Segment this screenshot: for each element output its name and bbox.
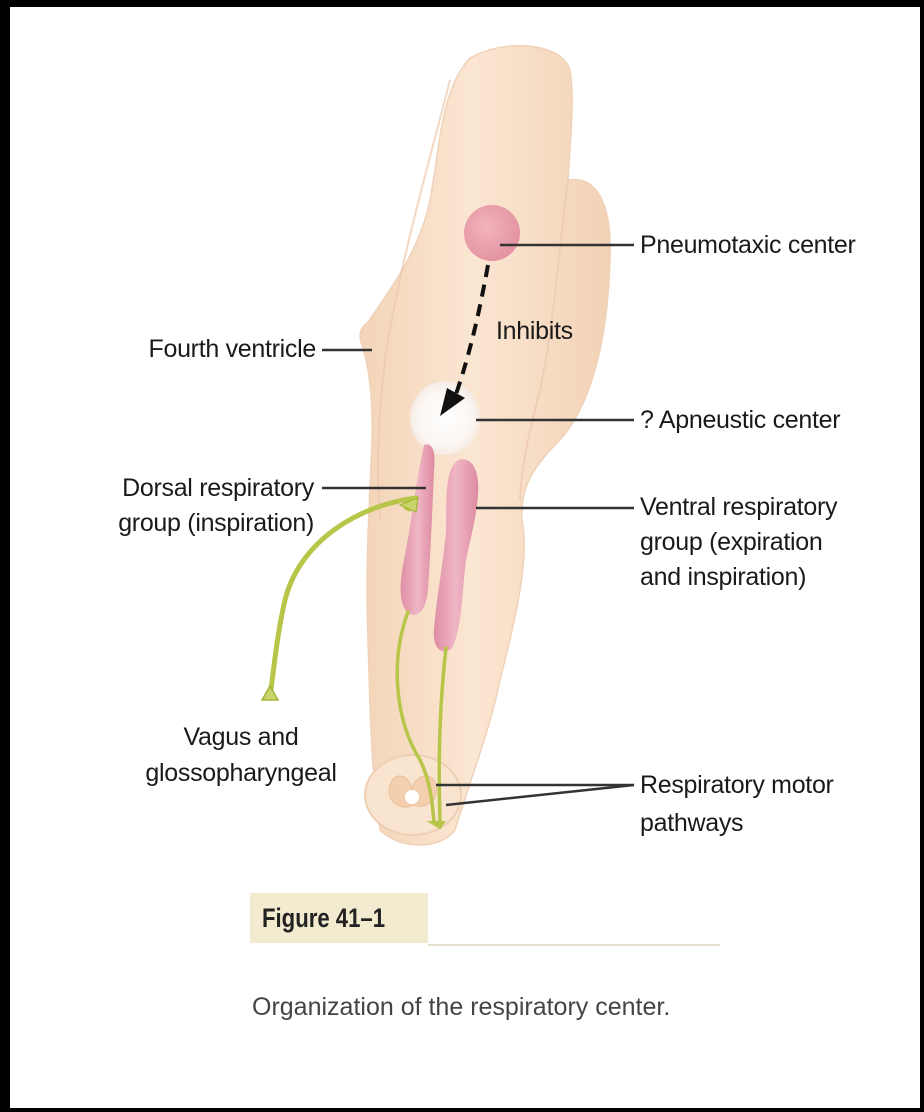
motor-label-line-2: pathways <box>640 806 743 840</box>
inhibits-label: Inhibits <box>496 314 573 348</box>
pneumotaxic-center-label: Pneumotaxic center <box>640 228 856 262</box>
motor-label-line-1: Respiratory motor <box>640 768 834 802</box>
figure-divider <box>428 944 720 946</box>
brainstem <box>360 46 610 845</box>
figure-caption: Organization of the respiratory center. <box>252 990 670 1024</box>
figure-number: Figure 41–1 <box>262 900 385 936</box>
vagus-label-line-2: glossopharyngeal <box>128 756 354 790</box>
pneumotaxic-center <box>464 205 520 261</box>
ventral-label-line-2: group (expiration <box>640 525 823 559</box>
ventral-label-line-3: and inspiration) <box>640 560 806 594</box>
fourth-ventricle-label: Fourth ventricle <box>130 332 316 366</box>
dorsal-label-line-1: Dorsal respiratory <box>86 471 314 505</box>
dorsal-label-line-2: group (inspiration) <box>86 506 314 540</box>
apneustic-center-label: ? Apneustic center <box>640 403 840 437</box>
apneustic-center <box>410 381 480 455</box>
vagus-label-line-1: Vagus and <box>128 720 354 754</box>
ventral-label-line-1: Ventral respiratory <box>640 490 837 524</box>
vagus-nerve-end-icon <box>262 686 278 700</box>
